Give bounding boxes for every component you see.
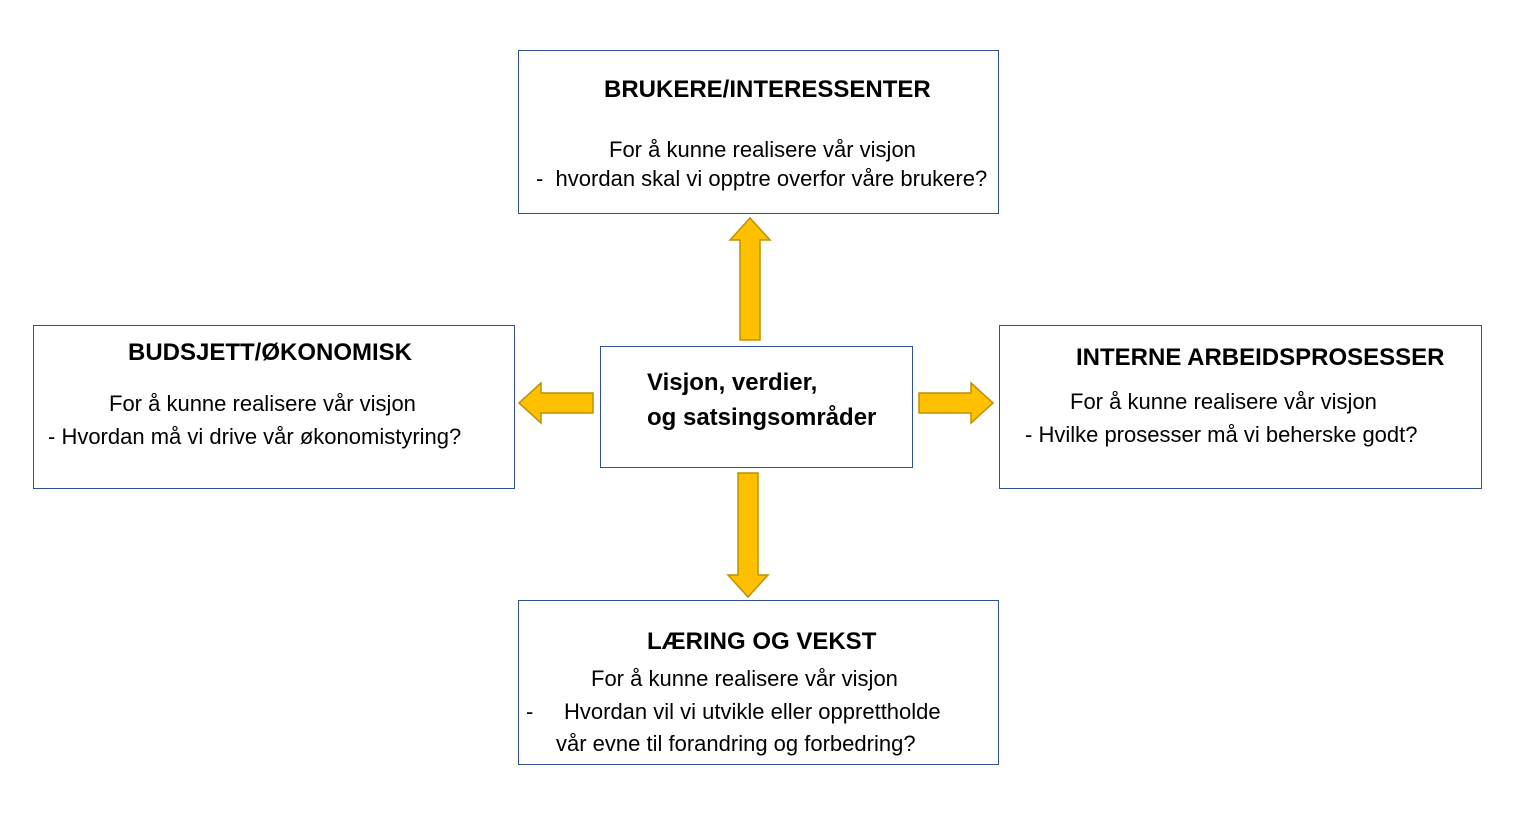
box-budsjett-title: BUDSJETT/ØKONOMISK [128,339,413,366]
box-laering-title: LÆRING OG VEKST [647,628,877,655]
box-laering-line3: vår evne til forandring og forbedring? [556,731,916,756]
box-interne-line1: For å kunne realisere vår visjon [1070,389,1377,414]
arrow-up [728,216,772,341]
box-brukere-line2: - hvordan skal vi opptre overfor våre br… [536,166,988,191]
center-line1: Visjon, verdier, [647,369,818,396]
box-laering-line2: Hvordan vil vi utvikle eller oppretthold… [564,699,941,724]
box-budsjett [33,325,515,489]
arrow-left [517,381,594,425]
box-interne [999,325,1482,489]
box-brukere [518,50,999,214]
box-budsjett-line1: For å kunne realisere vår visjon [109,391,416,416]
arrow-right [918,381,995,425]
center-line2: og satsingsområder [647,404,877,431]
box-brukere-line1: For å kunne realisere vår visjon [609,137,916,162]
box-visjon [600,346,913,468]
box-budsjett-line2: - Hvordan må vi drive vår økonomistyring… [48,424,462,449]
box-interne-title: INTERNE ARBEIDSPROSESSER [1076,344,1445,371]
box-laering-line1: For å kunne realisere vår visjon [591,666,898,691]
box-laering [518,600,999,765]
arrow-down [726,472,770,599]
box-brukere-title: BRUKERE/INTERESSENTER [604,76,931,103]
box-laering-dash: - [526,699,534,724]
box-interne-line2: - Hvilke prosesser må vi beherske godt? [1025,422,1418,447]
